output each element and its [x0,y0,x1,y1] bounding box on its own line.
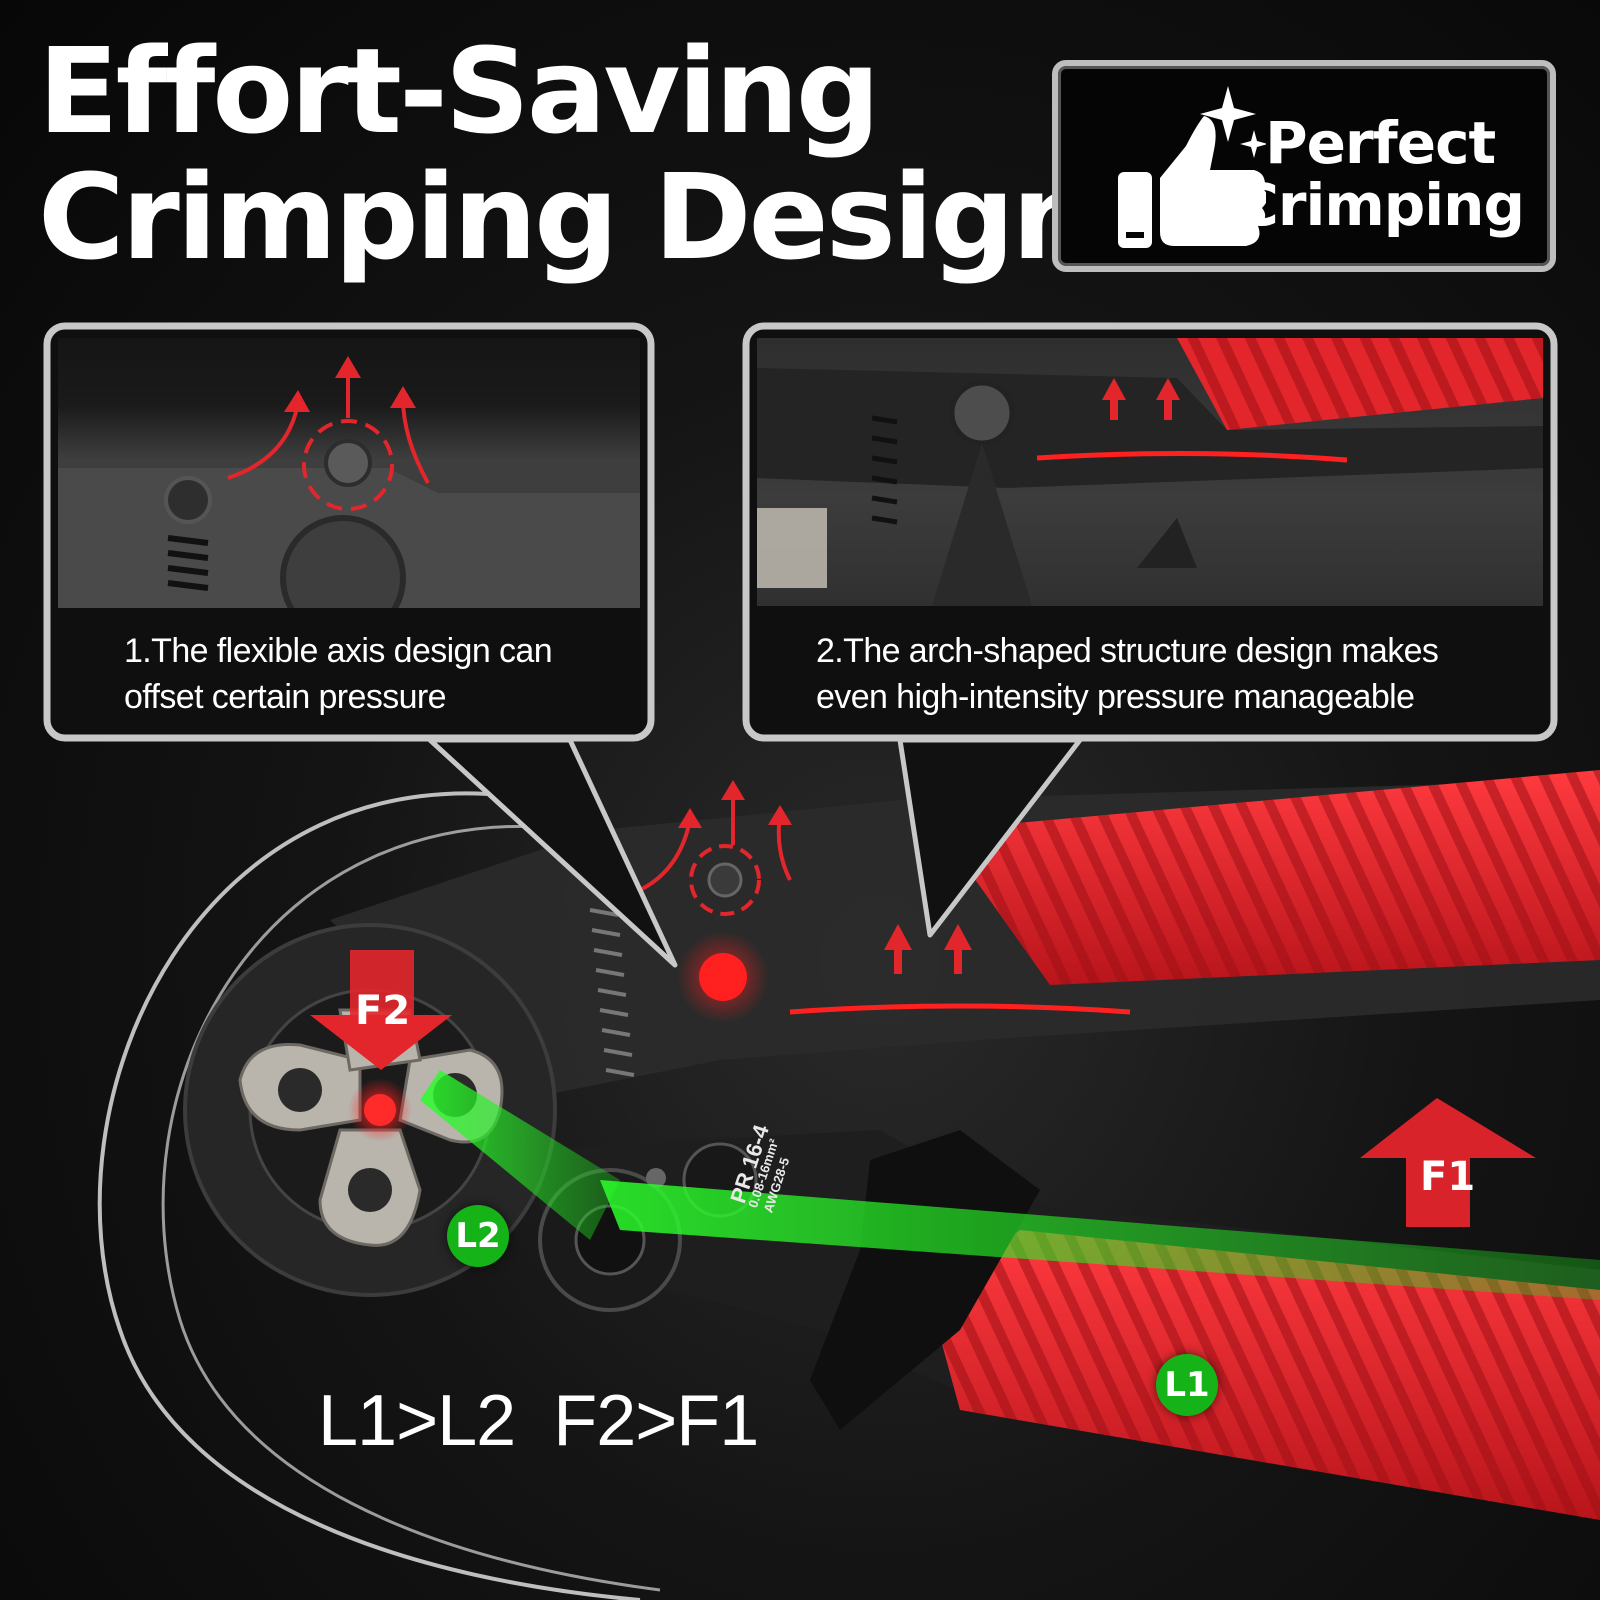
badge-line-2: Crimping [1236,171,1525,239]
callout-2-caption-line-1: 2.The arch-shaped structure design makes [816,632,1439,670]
leverage-beam-l2 [420,1070,620,1240]
guide-arc-outer [97,791,641,1600]
f1-label: F1 [1420,1154,1476,1200]
l1-label: L1 [1156,1354,1218,1416]
callout-1-photo [58,338,640,608]
callout-1-caption: 1.The flexible axis design can offset ce… [124,628,553,720]
thumbs-up-sparkle-icon [1118,86,1266,248]
arch-pressure-arrows [884,924,972,974]
callout-2-photo [757,338,1543,606]
f2-label: F2 [355,988,411,1034]
callout-1-caption-line-1: 1.The flexible axis design can [124,632,553,670]
flexible-axis-pin [707,862,743,898]
callout-2-caption: 2.The arch-shaped structure design makes… [816,628,1439,720]
l2-label: L2 [447,1205,509,1267]
headline-line-2: Crimping Design [38,148,1096,286]
f2-arrow [310,950,452,1070]
leverage-beam-l1 [600,1180,1600,1300]
headline: Effort-Saving Crimping Design [38,22,1096,286]
perfect-crimping-badge: Perfect Crimping [1052,60,1556,272]
f1-arrow [1360,1098,1536,1227]
headline-line-1: Effort-Saving [38,22,880,160]
arch-glow-line [789,1003,1131,1015]
callout-1-dashed-ring [302,419,394,511]
badge-text: Perfect Crimping [1236,109,1525,239]
spring [589,908,635,1077]
guide-arc-inner [161,824,661,1592]
leverage-formula: L1>L2 F2>F1 [318,1381,759,1461]
badge-line-1: Perfect [1265,109,1496,177]
flexible-axis-dashed-ring [689,844,761,916]
callout-2-caption-line-2: even high-intensity pressure manageable [816,678,1415,716]
callout-1-caption-line-2: offset certain pressure [124,678,447,716]
